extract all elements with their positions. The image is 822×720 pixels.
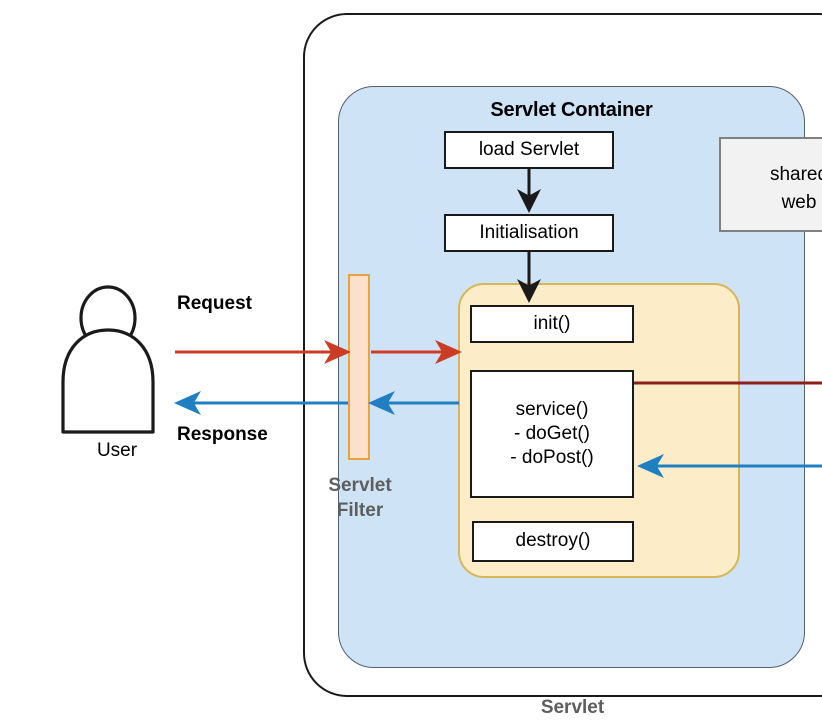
box-service-line2: - doGet() — [513, 422, 591, 444]
servlet-container-title: Servlet Container — [490, 99, 653, 121]
user-label: User — [96, 440, 138, 461]
response-label: Response — [177, 424, 268, 445]
box-service[interactable]: service() - doGet() - doPost() — [470, 370, 634, 498]
user-icon — [61, 285, 155, 434]
box-destroy[interactable]: destroy() — [472, 521, 634, 562]
box-initialisation[interactable]: Initialisation — [444, 214, 614, 252]
shared-web-note-line2: web — [781, 191, 817, 213]
servlet-filter-label: Servlet Filter — [318, 474, 402, 523]
shared-web-note: shared web — [719, 137, 822, 232]
box-load-servlet[interactable]: load Servlet — [444, 131, 614, 169]
box-service-line1: service() — [515, 398, 589, 420]
servlet-filter-bar[interactable] — [348, 274, 370, 460]
shared-web-note-line1: shared — [769, 164, 822, 185]
servlet-filter-label-line1: Servlet — [328, 475, 392, 496]
box-service-line3: - doPost() — [510, 447, 594, 469]
box-init[interactable]: init() — [470, 305, 634, 343]
servlet-footer-label: Servlet — [540, 697, 605, 718]
servlet-filter-label-line2: Filter — [336, 499, 384, 521]
request-label: Request — [177, 293, 252, 314]
